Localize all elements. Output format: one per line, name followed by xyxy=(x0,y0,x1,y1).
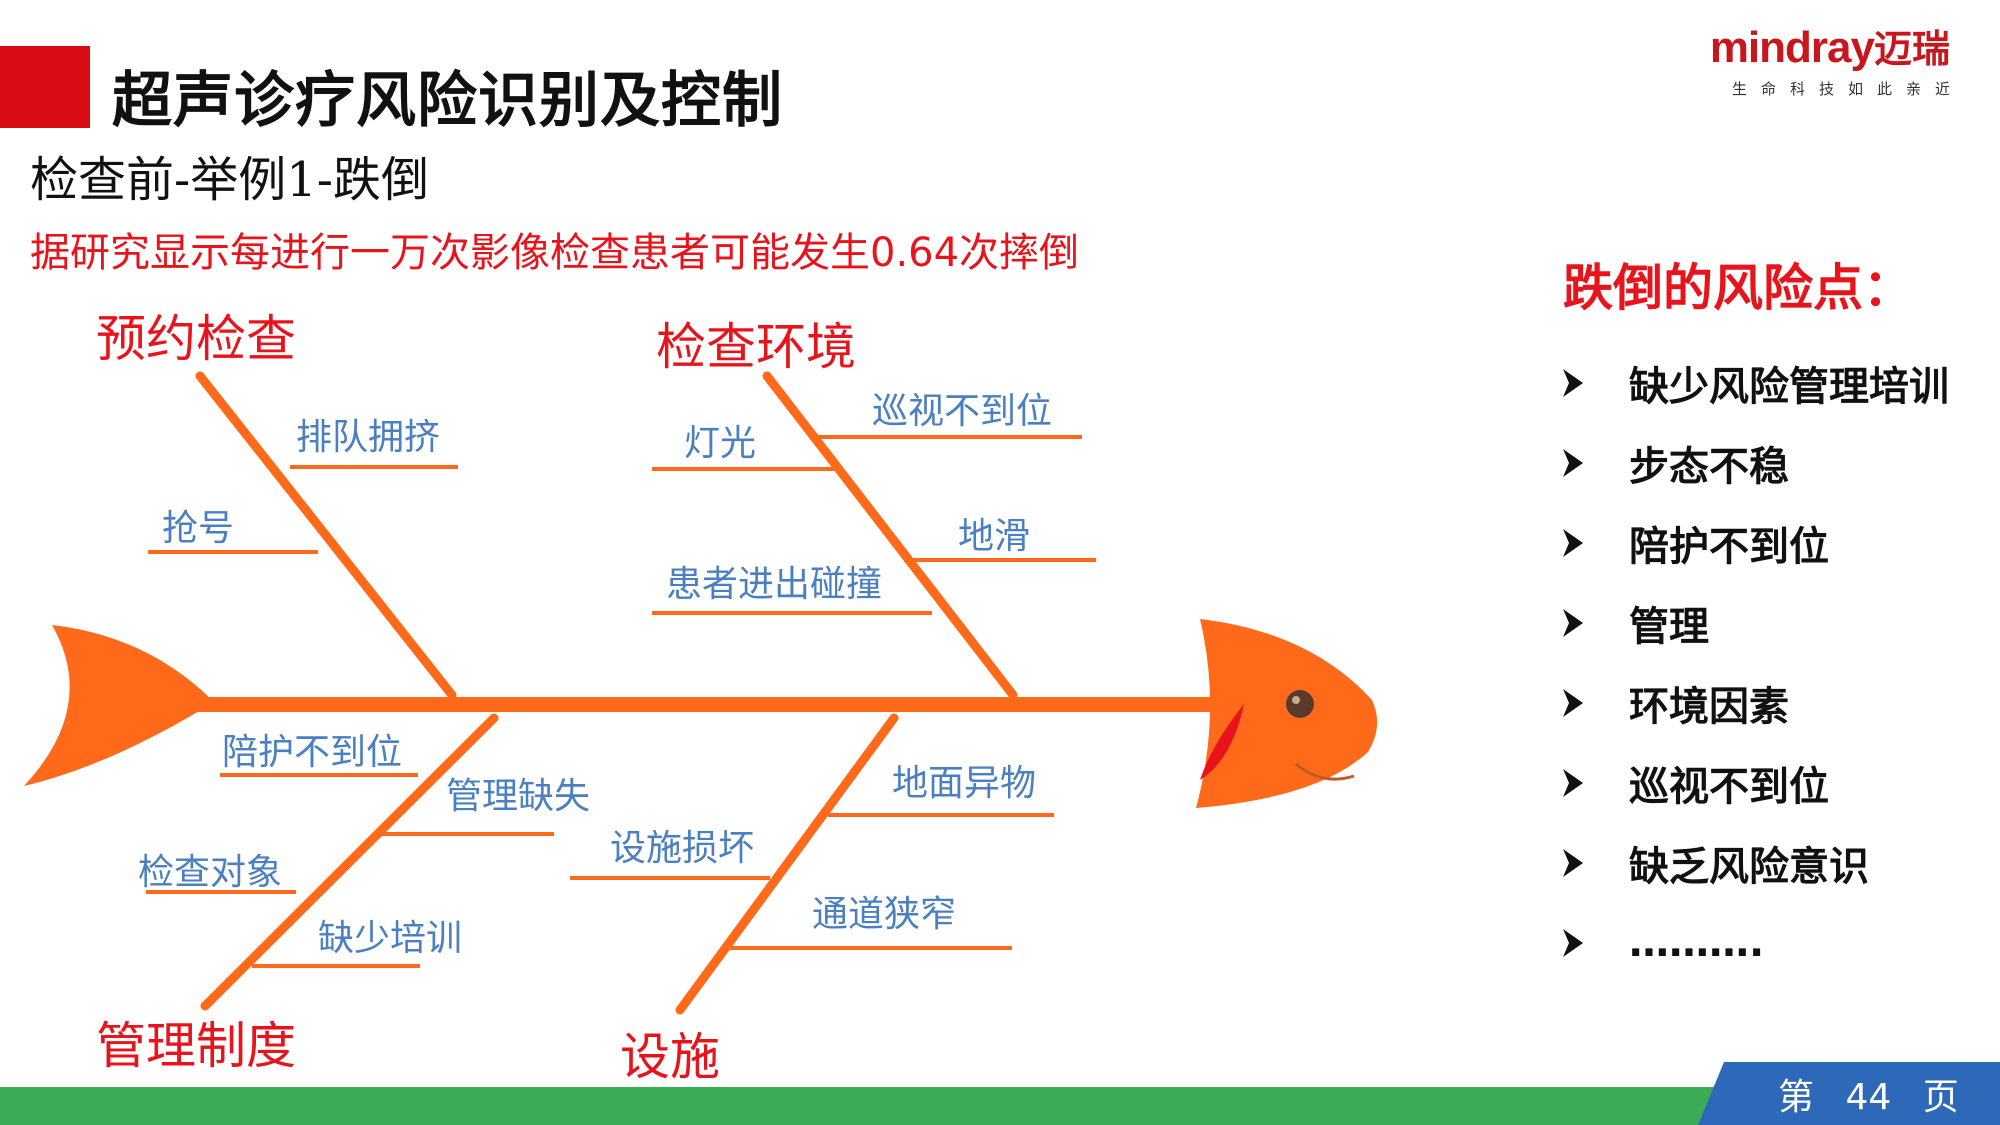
risk-item: 缺乏风险意识 xyxy=(1563,823,1949,903)
cause-lighting: 灯光 xyxy=(684,423,756,464)
fish-spine xyxy=(188,697,1226,712)
risk-item: 环境因素 xyxy=(1563,663,1949,743)
cause-management-lacking: 管理缺失 xyxy=(446,776,590,817)
cause-queue-crowding: 排队拥挤 xyxy=(296,417,440,458)
main-bones xyxy=(195,371,1018,1015)
cause-slippery-floor: 地滑 xyxy=(958,516,1030,557)
arrow-bullet-icon xyxy=(1563,609,1583,637)
cause-escort-inadequate: 陪护不到位 xyxy=(222,732,402,773)
page-number-tab xyxy=(1698,1062,2000,1125)
fish-tail xyxy=(24,625,214,786)
logo-slogan: 生命科技如此亲近 xyxy=(1731,80,1964,99)
risk-points-title: 跌倒的风险点： xyxy=(1563,259,1913,317)
logo-wordmark: mindray迈瑞 xyxy=(1709,23,1950,72)
risk-item-label: 陪护不到位 xyxy=(1629,524,1829,570)
fish-eye-shine xyxy=(1292,696,1300,704)
cause-patrol-inadequate: 巡视不到位 xyxy=(872,391,1052,432)
fishbone-diagram: 预约检查 检查环境 管理制度 设施 排队拥挤 抢号 灯光 巡视不到位 地滑 患者… xyxy=(24,310,1378,1080)
category-appointment: 预约检查 xyxy=(96,310,296,368)
arrow-bullet-icon xyxy=(1563,769,1583,797)
arrow-bullet-icon xyxy=(1563,369,1583,397)
risk-item: 缺少风险管理培训 xyxy=(1563,343,1949,423)
risk-item: 步态不稳 xyxy=(1563,423,1949,503)
risk-item-label: ………. xyxy=(1629,920,1765,966)
category-environment: 检查环境 xyxy=(656,318,856,376)
category-facilities: 设施 xyxy=(620,1028,720,1080)
research-note: 据研究显示每进行一万次影像检查患者可能发生0.64次摔倒 xyxy=(30,230,1080,276)
category-management: 管理制度 xyxy=(96,1017,296,1075)
arrow-bullet-icon xyxy=(1563,849,1583,877)
cause-grab-number: 抢号 xyxy=(162,508,234,549)
arrow-bullet-icon xyxy=(1563,689,1583,717)
cause-lack-training: 缺少培训 xyxy=(318,918,462,959)
arrow-bullet-icon xyxy=(1563,929,1583,957)
fish-eye xyxy=(1286,690,1314,718)
logo-cn: 迈瑞 xyxy=(1873,27,1950,71)
cause-patient-collision: 患者进出碰撞 xyxy=(666,564,882,605)
fish-gill xyxy=(1200,704,1244,780)
risk-item-label: 管理 xyxy=(1629,604,1709,650)
risk-item: 陪护不到位 xyxy=(1563,503,1949,583)
risk-item: 巡视不到位 xyxy=(1563,743,1949,823)
risk-item-label: 环境因素 xyxy=(1629,684,1789,730)
risk-item: ………. xyxy=(1563,903,1949,983)
bone-facilities xyxy=(675,713,899,1015)
cause-exam-subject: 检查对象 xyxy=(138,852,282,893)
risk-item-label: 步态不稳 xyxy=(1629,444,1789,490)
arrow-bullet-icon xyxy=(1563,529,1583,557)
cause-narrow-passage: 通道狭窄 xyxy=(812,894,956,935)
bone-management xyxy=(200,713,499,1011)
cause-underlines xyxy=(146,435,1096,968)
footer-green-bar xyxy=(0,1087,2000,1125)
bone-appointment xyxy=(195,371,457,700)
fish-mouth xyxy=(1295,762,1355,781)
risk-item-label: 缺乏风险意识 xyxy=(1629,844,1869,890)
title-accent-bar xyxy=(0,46,90,128)
page-number: 第 44 页 xyxy=(1778,1077,1959,1118)
risk-item-label: 缺少风险管理培训 xyxy=(1629,364,1949,410)
cause-floor-objects: 地面异物 xyxy=(892,763,1036,804)
bone-environment xyxy=(762,371,1018,700)
risk-points-list: 缺少风险管理培训 步态不稳 陪护不到位 管理 环境因素 巡视不到位 缺乏风险意识… xyxy=(1563,343,1949,983)
risk-item-label: 巡视不到位 xyxy=(1629,764,1829,810)
slide-title: 超声诊疗风险识别及控制 xyxy=(112,66,783,136)
mindray-logo: mindray迈瑞 生命科技如此亲近 xyxy=(1660,23,1950,99)
risk-item: 管理 xyxy=(1563,583,1949,663)
arrow-bullet-icon xyxy=(1563,449,1583,477)
fish-head xyxy=(1196,619,1378,808)
cause-facility-damage: 设施损坏 xyxy=(610,828,754,869)
slide-subtitle: 检查前-举例1-跌倒 xyxy=(30,152,429,208)
